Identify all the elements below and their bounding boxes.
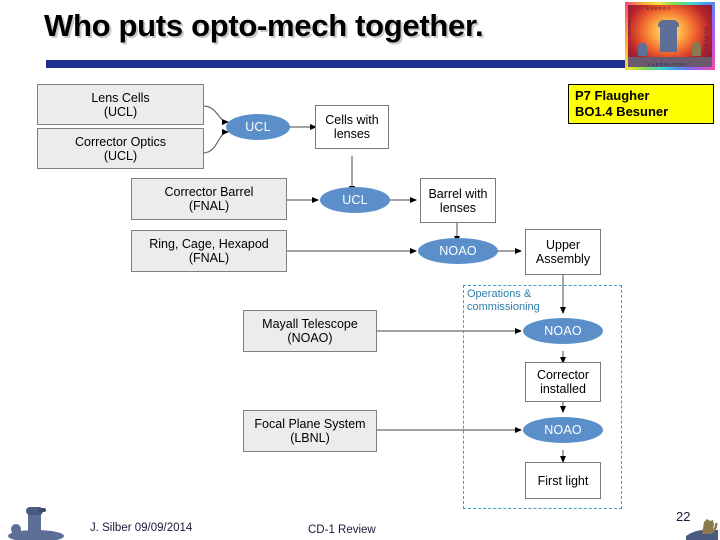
node-focal-plane-system-line1: Focal Plane System (254, 417, 366, 431)
footer-author: J. Silber 09/09/2014 (90, 522, 193, 534)
node-mayall-telescope-line2: (NOAO) (287, 331, 333, 345)
node-first-light[interactable]: First light (525, 462, 601, 499)
node-lens-cells-line2: (UCL) (103, 104, 138, 119)
logo-ground-shape (628, 57, 712, 67)
node-upper-assembly-line1: Upper (545, 238, 581, 252)
assembly-flow-diagram: Operations & commissioning (0, 70, 720, 520)
doe-energy-logo-artwork: ENERGY LABORATORY DARK SURVEY (628, 5, 712, 67)
oval-noao-2-label: NOAO (544, 324, 582, 338)
node-corrector-barrel-line2: (FNAL) (188, 199, 230, 213)
attribution-line-2: BO1.4 Besuner (575, 104, 669, 119)
oval-ucl-1[interactable]: UCL (226, 114, 290, 140)
page-title: Who puts opto-mech together. (44, 8, 484, 43)
operations-commissioning-label: Operations & commissioning (467, 288, 540, 313)
node-cells-with-lenses-line1: Cells with (325, 113, 379, 127)
oval-noao-3[interactable]: NOAO (523, 417, 603, 443)
node-corrector-optics-line1: Corrector Optics (75, 134, 166, 149)
animal-figure-icon (691, 42, 702, 56)
logo-word-top: ENERGY (646, 5, 672, 11)
doe-energy-logo: ENERGY LABORATORY DARK SURVEY (625, 2, 715, 70)
logo-word-bottom: LABORATORY (648, 61, 689, 67)
node-ring-cage-hexapod-line2: (FNAL) (188, 251, 230, 265)
attribution-line-1: P7 Flaugher (575, 88, 650, 103)
node-focal-plane-system-line2: (LBNL) (290, 431, 330, 445)
node-barrel-with-lenses[interactable]: Barrel with lenses (420, 178, 496, 223)
node-upper-assembly-line2: Assembly (535, 252, 591, 266)
oval-ucl-1-label: UCL (245, 120, 271, 134)
node-corrector-optics[interactable]: Corrector Optics (UCL) (37, 128, 204, 169)
oval-noao-1[interactable]: NOAO (418, 238, 498, 264)
node-focal-plane-system[interactable]: Focal Plane System (LBNL) (243, 410, 377, 452)
node-corrector-installed[interactable]: Corrector installed (525, 362, 601, 402)
node-upper-assembly[interactable]: Upper Assembly (525, 229, 601, 275)
node-corrector-installed-line2: installed (540, 382, 586, 396)
node-corrector-barrel-line1: Corrector Barrel (164, 185, 254, 199)
oval-noao-3-label: NOAO (544, 423, 582, 437)
oval-ucl-2-label: UCL (342, 193, 368, 207)
telescope-dome-icon (659, 23, 677, 53)
footer-observatory-logo (8, 507, 64, 540)
node-cells-with-lenses-line2: lenses (333, 127, 371, 141)
logo-word-left: DARK (628, 18, 631, 36)
node-mayall-telescope[interactable]: Mayall Telescope (NOAO) (243, 310, 377, 352)
telescope-dome-top-icon (658, 19, 680, 28)
oval-noao-2[interactable]: NOAO (523, 318, 603, 344)
footer-review-label: CD-1 Review (308, 524, 376, 536)
node-corrector-installed-line1: Corrector (536, 368, 590, 382)
node-lens-cells-line1: Lens Cells (91, 90, 150, 105)
footer-animal-logo (686, 519, 718, 540)
node-ring-cage-hexapod[interactable]: Ring, Cage, Hexapod (FNAL) (131, 230, 287, 272)
attribution-callout: P7 Flaugher BO1.4 Besuner (568, 84, 714, 124)
page-number: 22 (676, 509, 691, 524)
node-cells-with-lenses[interactable]: Cells with lenses (315, 105, 389, 149)
node-lens-cells[interactable]: Lens Cells (UCL) (37, 84, 204, 125)
operations-commissioning-group (463, 285, 622, 509)
oval-noao-1-label: NOAO (439, 244, 477, 258)
observer-figure-icon (638, 43, 648, 56)
oval-ucl-2[interactable]: UCL (320, 187, 390, 213)
node-first-light-line1: First light (537, 473, 589, 488)
title-divider (46, 60, 656, 68)
node-corrector-barrel[interactable]: Corrector Barrel (FNAL) (131, 178, 287, 220)
logo-word-right: SURVEY (703, 27, 709, 52)
node-corrector-optics-line2: (UCL) (103, 148, 138, 163)
node-barrel-with-lenses-line2: lenses (439, 200, 477, 215)
node-mayall-telescope-line1: Mayall Telescope (262, 317, 358, 331)
node-ring-cage-hexapod-line1: Ring, Cage, Hexapod (149, 237, 269, 251)
node-barrel-with-lenses-line1: Barrel with (428, 186, 488, 201)
